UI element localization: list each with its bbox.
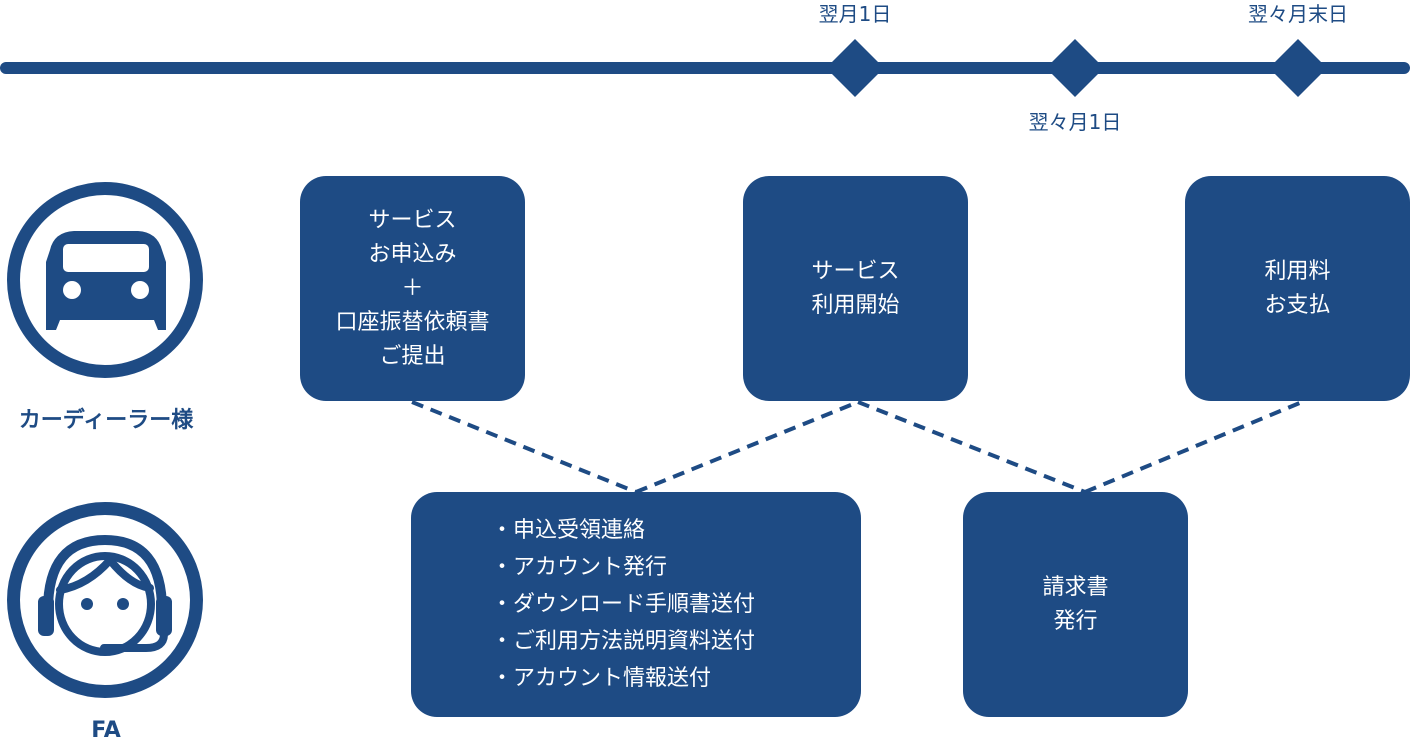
step-onboarding-box: ・申込受領連絡 ・アカウント発行 ・ダウンロード手順書送付 ・ご利用方法説明資料… [411, 492, 861, 717]
onboarding-item: ・ご利用方法説明資料送付 [491, 629, 756, 654]
fa-role-label: FA [91, 718, 121, 743]
connector-onboarding-start [635, 400, 859, 494]
connector-apply-onboarding [411, 400, 637, 494]
step-apply-line: ご提出 [379, 343, 446, 369]
onboarding-item: ・申込受領連絡 [491, 518, 646, 543]
timeline-label-2: 翌々月1日 [1028, 110, 1122, 134]
step-start-box: サービス 利用開始 [743, 176, 968, 401]
step-start-line: 利用開始 [811, 292, 900, 318]
step-pay-box: 利用料 お支払 [1185, 176, 1410, 401]
fa-avatar-circle [7, 502, 203, 698]
dealer-avatar-circle [7, 182, 203, 378]
timeline-marker-2 [1046, 39, 1104, 97]
timeline-marker-3 [1269, 39, 1327, 97]
step-apply-line: サービス [368, 207, 457, 233]
onboarding-item: ・アカウント情報送付 [491, 666, 712, 691]
connector-invoice-pay [1084, 400, 1303, 494]
onboarding-item: ・ダウンロード手順書送付 [491, 592, 756, 617]
timeline-marker-1 [826, 39, 884, 97]
step-apply-line: ＋ [401, 275, 424, 301]
step-start-line: サービス [811, 258, 900, 284]
timeline-label-3: 翌々月末日 [1248, 2, 1348, 26]
step-apply-box: サービス お申込み ＋ 口座振替依頼書 ご提出 [300, 176, 525, 401]
step-invoice-box: 請求書 発行 [963, 492, 1188, 717]
connector-start-invoice [857, 400, 1086, 494]
dealer-role-label: カーディーラー様 [18, 408, 194, 433]
step-apply-line: お申込み [368, 241, 457, 267]
step-apply-line: 口座振替依頼書 [335, 309, 490, 335]
step-pay-line: 利用料 [1264, 258, 1331, 284]
step-invoice-line: 請求書 [1042, 574, 1109, 600]
step-pay-line: お支払 [1264, 292, 1331, 318]
step-invoice-line: 発行 [1053, 608, 1098, 634]
timeline-label-1: 翌月1日 [818, 2, 892, 26]
onboarding-item: ・アカウント発行 [491, 555, 668, 580]
